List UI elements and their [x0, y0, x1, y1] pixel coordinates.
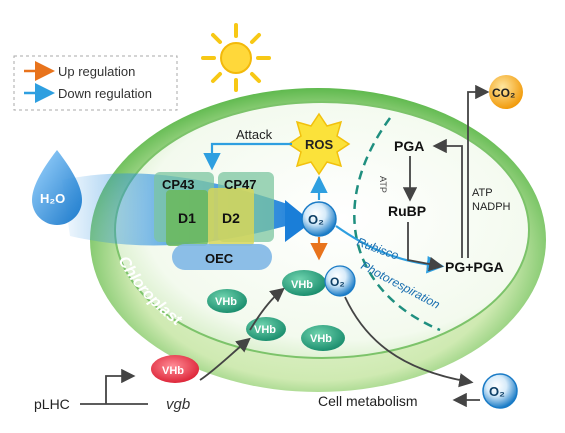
sun-icon — [201, 23, 271, 92]
o2-central-circle — [301, 201, 337, 237]
vhb-green-1 — [282, 270, 326, 296]
ros-star-icon — [287, 112, 351, 176]
cell-metabolism-label: Cell metabolism — [318, 393, 418, 409]
o2-bound-circle — [324, 265, 356, 297]
vhb-label-2: VHb — [215, 296, 237, 308]
o2-external-circle — [482, 373, 518, 409]
o2-external-label: O₂ — [489, 384, 505, 399]
legend: Up regulation Down regulation — [13, 55, 178, 111]
vhb-green-3 — [246, 317, 286, 341]
o2-bound-label: O₂ — [330, 275, 345, 289]
vhb-label-4: VHb — [310, 333, 332, 345]
photosystem-ii: CP43 CP47 D1 D2 OEC — [154, 172, 274, 270]
nadph-label: NADPH — [472, 201, 511, 213]
vhb-green-4 — [301, 325, 345, 351]
rubp-to-pgpga-arrow — [407, 222, 444, 272]
ros-label: ROS — [305, 137, 334, 152]
vgb-label: vgb — [166, 396, 190, 413]
vhb-red-protein: VHb — [151, 355, 199, 383]
pga-label: PGA — [394, 138, 424, 154]
o2-release-arrow — [344, 296, 474, 388]
d2-label: D2 — [222, 210, 240, 226]
rubp-label: RuBP — [388, 203, 426, 219]
vhb-label-3: VHb — [254, 324, 276, 336]
vhb-green-2 — [207, 289, 247, 313]
ros-node: ROS — [287, 112, 351, 176]
pg-pga-label: PG+PGA — [445, 259, 504, 275]
o2-central: O₂ — [301, 201, 337, 237]
promoter-arrow — [105, 368, 136, 404]
atp-label: ATP — [472, 187, 493, 199]
legend-up-label: Up regulation — [58, 64, 135, 79]
stroma-boundary — [353, 117, 441, 332]
d1-block — [166, 190, 208, 246]
oec-label: OEC — [205, 251, 234, 266]
legend-down-label: Down regulation — [58, 86, 152, 101]
plhc-label: pLHC — [34, 396, 70, 412]
o2-central-label: O₂ — [308, 212, 324, 227]
vhb-red-label: VHb — [162, 365, 184, 377]
d1-label: D1 — [178, 210, 196, 226]
vhb-red-blob — [151, 355, 199, 383]
to-co2-arrow — [467, 84, 490, 258]
attack-arrow — [203, 142, 292, 171]
co2-node: CO₂ — [489, 75, 523, 109]
vhb-o2-complex: VHb O₂ — [282, 265, 356, 297]
beam-arrowhead — [285, 200, 312, 242]
o2-external: O₂ — [482, 373, 518, 409]
oec-block — [172, 244, 272, 270]
attack-label: Attack — [236, 127, 273, 142]
vhb-red-to-chloroplast-arrow — [199, 337, 251, 381]
vhb-entry-arrow — [249, 287, 285, 331]
h2o-label: H₂O — [40, 191, 65, 206]
vhb-label-1: VHb — [291, 279, 313, 291]
pgpga-to-pga-arrow — [432, 138, 463, 258]
d2-block — [208, 188, 254, 246]
co2-circle — [489, 75, 523, 109]
atp-small-label: ATP — [378, 176, 388, 193]
cp47-label: CP47 — [224, 177, 257, 192]
co2-label: CO₂ — [492, 86, 515, 100]
cp43-label: CP43 — [162, 177, 195, 192]
